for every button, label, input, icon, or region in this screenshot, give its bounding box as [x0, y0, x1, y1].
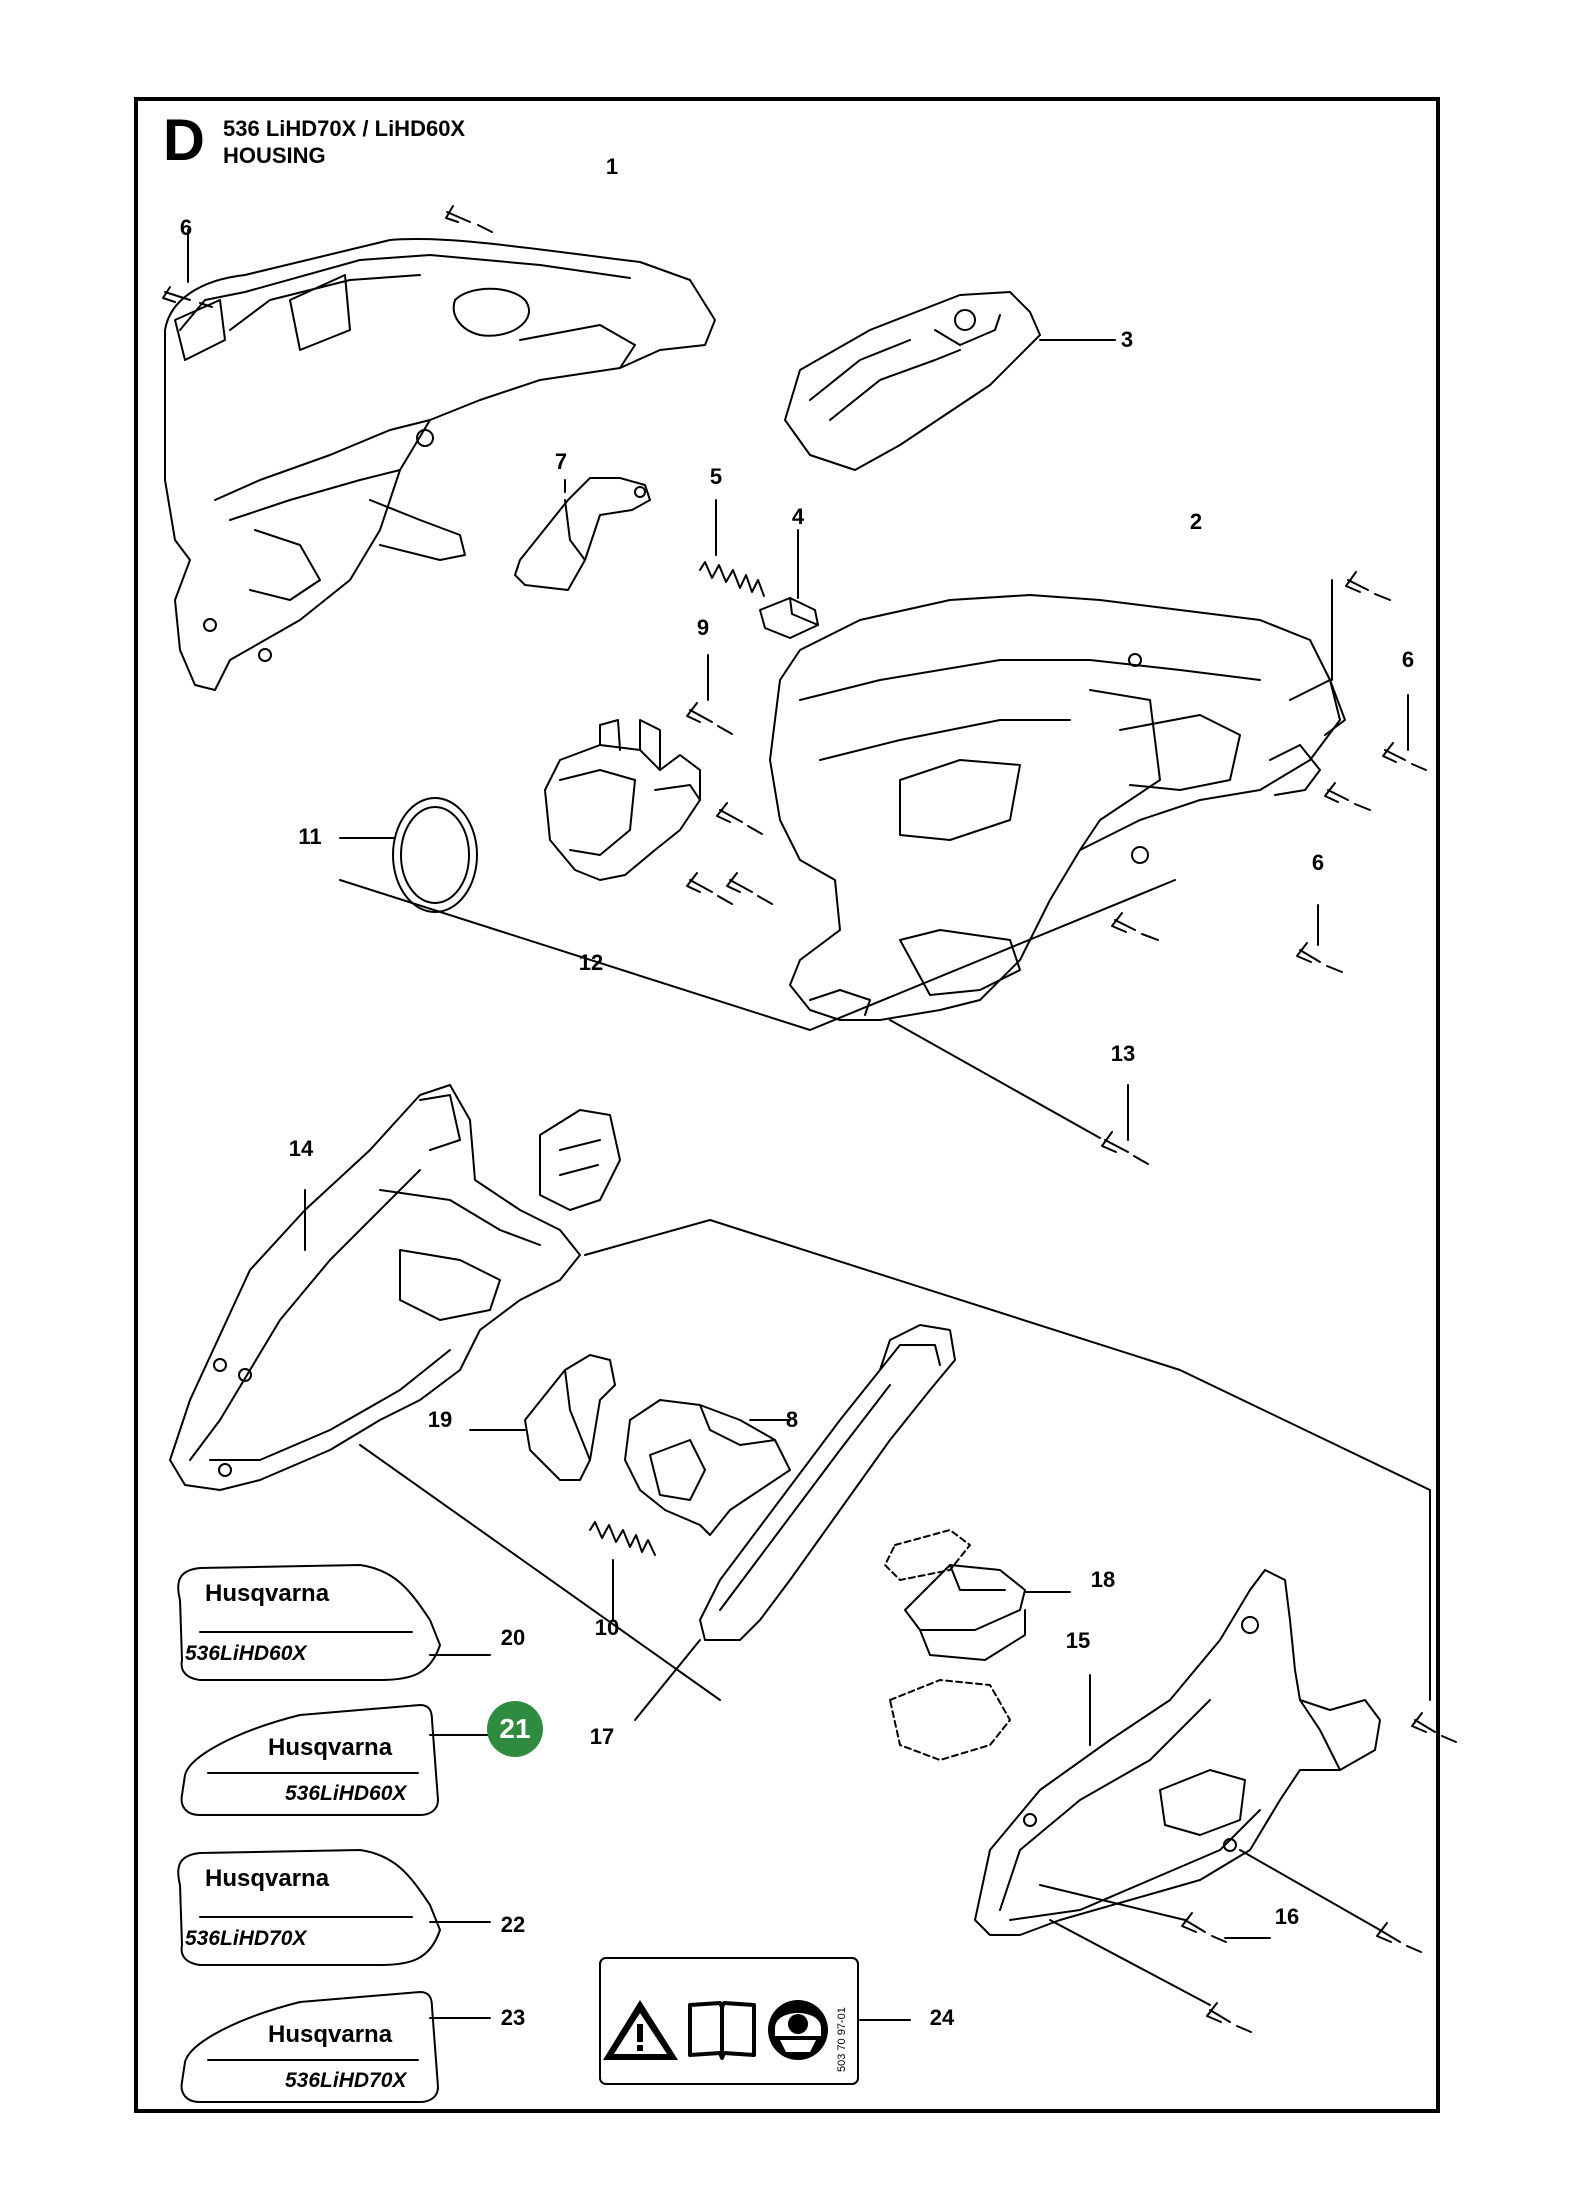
decal-22-shape [177, 1849, 441, 1966]
callout-20: 20 [500, 1625, 526, 1650]
warning-triangle-icon [603, 2000, 678, 2060]
callout-11: 11 [298, 824, 322, 849]
part-5-spring [699, 561, 765, 597]
part-13-screw [1101, 1131, 1149, 1165]
callout-16: 16 [1274, 1904, 1300, 1929]
callout-17: 17 [589, 1724, 615, 1749]
callout-6-lower-right: 6 [1311, 850, 1325, 875]
part-4-switch [759, 597, 819, 639]
callout-21-highlighted: 21 [487, 1701, 543, 1757]
decal-21-shape [180, 1704, 439, 1816]
section-title: HOUSING [223, 143, 326, 168]
protective-gear-icon [768, 2000, 828, 2060]
part-15-housing [974, 1569, 1381, 1936]
callout-15: 15 [1065, 1628, 1091, 1653]
part-14-housing-half [169, 1084, 621, 1491]
part-9-screws [686, 702, 773, 905]
part-2-housing-half [769, 594, 1346, 1021]
warning-label-24 [599, 1957, 859, 2085]
callout-18: 18 [1090, 1567, 1116, 1592]
decal-21-model: 536LiHD60X [285, 1782, 407, 1805]
section-letter: D [163, 108, 205, 173]
part-12-motor-mount [544, 719, 701, 881]
callout-2: 2 [1189, 509, 1203, 534]
callout-8: 8 [785, 1407, 799, 1432]
decal-21-brand: Husqvarna [268, 1734, 393, 1761]
callout-6-right: 6 [1401, 647, 1415, 672]
callout-13: 13 [1110, 1041, 1136, 1066]
diagram-frame [134, 97, 1440, 2113]
part-10-spring [589, 1521, 656, 1556]
callout-3: 3 [1120, 327, 1134, 352]
part-19-trigger [524, 1354, 616, 1481]
part-6-screw-top-left [162, 205, 493, 308]
callout-23: 23 [500, 2005, 526, 2030]
part-8-switch-housing [624, 1399, 791, 1536]
decal-23-brand: Husqvarna [268, 2021, 393, 2048]
callout-9: 9 [696, 615, 710, 640]
callout-22: 22 [500, 1912, 526, 1937]
part-17-handle-bar [699, 1324, 956, 1641]
decal-20-brand: Husqvarna [205, 1580, 330, 1607]
part-11-o-ring [392, 797, 478, 913]
decal-20-model: 536LiHD60X [185, 1642, 307, 1665]
callout-4: 4 [791, 504, 805, 529]
model-title: 536 LiHD70X / LiHD60X [223, 116, 466, 141]
callout-7: 7 [554, 449, 568, 474]
decal-22-brand: Husqvarna [205, 1865, 330, 1892]
part-3-top-cover [784, 291, 1116, 471]
part-1-housing-half [164, 238, 716, 691]
callout-14: 14 [288, 1136, 314, 1161]
callout-24: 24 [929, 2005, 955, 2030]
part-16-screws [1181, 1712, 1457, 2033]
decal-23-shape [180, 1991, 439, 2103]
callout-12: 12 [578, 950, 604, 975]
callout-5: 5 [709, 464, 723, 489]
part-6-screw-right [1111, 571, 1427, 973]
part-18-switch [884, 1529, 1026, 1761]
callout-10: 10 [594, 1615, 620, 1640]
warning-label-part-code: 503 70 97-01 [836, 2007, 848, 2072]
decal-23-model: 536LiHD70X [285, 2069, 407, 2092]
decal-22-model: 536LiHD70X [185, 1927, 307, 1950]
decal-20-shape [177, 1564, 441, 1681]
callout-1: 1 [605, 154, 619, 179]
callout-19: 19 [427, 1407, 453, 1432]
part-7-lever [514, 477, 651, 591]
manual-book-icon [688, 2001, 756, 2060]
callout-6-top-left: 6 [179, 215, 193, 240]
